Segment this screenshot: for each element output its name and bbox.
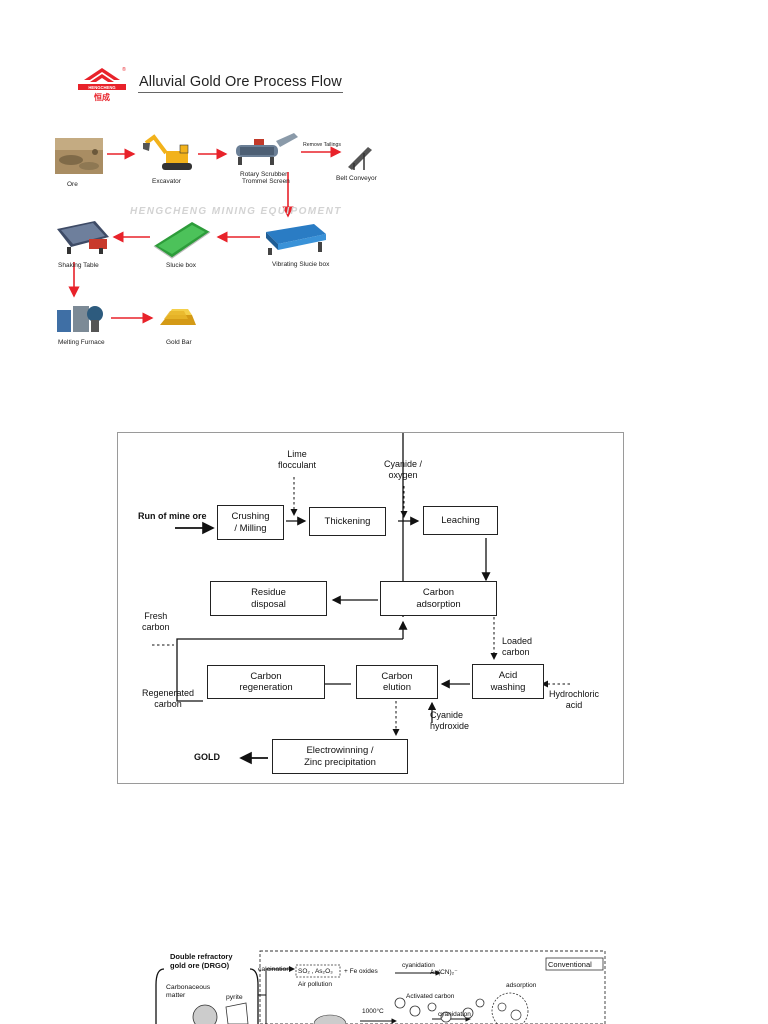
alluvial-arrows [68, 146, 342, 324]
electrowinning-box: Electrowinning /Zinc precipitation [272, 739, 408, 774]
crushing-text: Crushing [231, 511, 270, 522]
shaking-table-image [57, 221, 109, 254]
cyanide-oxygen-label: Cyanide /oxygen [384, 459, 423, 480]
shaking-table-label: Shaking Table [58, 262, 99, 269]
belt-conveyor-label: Belt Conveyor [336, 175, 377, 182]
gold-bar-label: Gold Bar [166, 339, 192, 346]
temperature-label: 1000°C [362, 1008, 384, 1015]
scrubber-label-1: Rotary Scrubber [240, 171, 288, 178]
cip-connectors [152, 433, 570, 765]
cyanidation-top-label: cyanidation [402, 962, 435, 969]
vibrating-sluice-box-image [266, 224, 326, 255]
melting-furnace-image [57, 306, 103, 332]
thickening-box: Thickening [309, 507, 386, 536]
activated-carbon-label: Activated carbon [406, 993, 455, 1000]
run-of-mine-label: Run of mine ore [138, 511, 207, 521]
scrubber-label-2: Trommel Screen [242, 178, 290, 185]
svg-text:恒成: 恒成 [94, 92, 110, 102]
sluice-box-label: Slucie box [166, 262, 196, 269]
watermark: HENGCHENG MINING EQUIPOMENT [130, 206, 342, 217]
excavator-image [143, 134, 192, 170]
sluice-box-image [153, 222, 211, 259]
svg-text:®: ® [122, 66, 126, 73]
air-pollution-label: Air pollution [298, 981, 332, 988]
svg-text:HENGCHENG: HENGCHENG [88, 85, 115, 90]
so2-as2o3-label: SO₂ , As₂O₃ [298, 968, 333, 975]
title-divider [138, 92, 343, 93]
belt-conveyor-image [348, 147, 372, 170]
ore-image [55, 138, 103, 174]
vibrating-sluice-box-label: Vibrating Slucie box [272, 261, 330, 268]
crushing-milling-box: Crushing/ Milling [217, 505, 284, 540]
conventional-label: Conventional [548, 960, 592, 969]
leaching-box: Leaching [423, 506, 498, 535]
remove-tailings-label: Remove Tailings [303, 142, 341, 148]
pyrite-label: pyrite [226, 994, 243, 1001]
drgo-shapes [155, 950, 606, 1024]
page-title: Alluvial Gold Ore Process Flow [139, 74, 342, 90]
cyanidation-mid-label: cyanidation [438, 1011, 471, 1018]
rotary-scrubber-image [236, 133, 298, 165]
hengcheng-logo: HENGCHENG 恒成 ® [78, 66, 126, 102]
calcination-label: calcination [258, 966, 291, 973]
fe-oxides-label: + Fe oxides [344, 968, 378, 975]
adsorption-label: adsorption [506, 982, 537, 989]
au-cn-label: Au(CN)₂⁻ [430, 969, 458, 976]
gold-bar-image [160, 309, 196, 325]
milling-text: / Milling [234, 522, 267, 534]
ore-label: Ore [67, 181, 78, 188]
melting-furnace-label: Melting Furnace [58, 339, 105, 346]
gold-label: GOLD [194, 752, 220, 762]
excavator-label: Excavator [152, 178, 181, 185]
